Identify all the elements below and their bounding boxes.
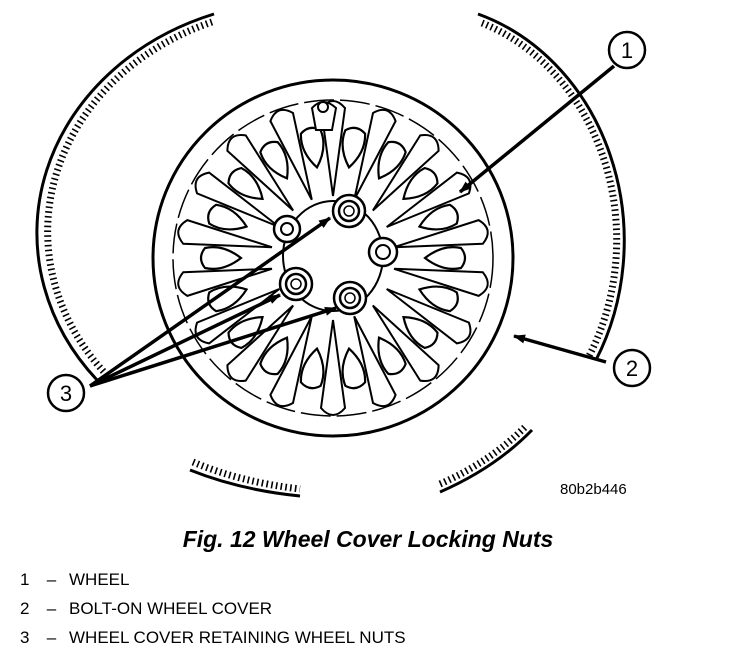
legend: 1–WHEEL 2–BOLT-ON WHEEL COVER 3–WHEEL CO… [20,565,406,652]
legend-dash: – [46,570,57,589]
tire-bottom-right-tread [438,424,528,488]
callout-1-number: 1 [621,38,633,63]
wheel-cover-spoke [269,108,313,201]
wheel-cover-window [423,246,467,270]
wheel-cover-spoke [372,304,440,383]
figure-code: 80b2b446 [560,481,627,498]
tire-right-tread [480,19,621,360]
wheel-cover-window [377,140,407,180]
wheel-cover-window [341,126,367,170]
wheel-nut-left-upper [272,214,302,244]
tire-right-arc [477,12,626,361]
wheel-cover [151,78,515,438]
locking-nut-top [331,193,367,229]
wheel-cover-spoke [353,315,397,408]
wheel-cover-spoke [393,219,489,249]
wheel-cover-spoke [269,315,313,408]
wheel-cover-window [227,166,264,201]
wheel-cover-window [299,346,325,390]
wheel-cover-spoke [372,133,440,212]
valve-stem [317,101,329,113]
wheel-cover-spoke [226,304,294,383]
legend-dash: – [46,599,57,618]
callout-3-number: 3 [60,381,72,406]
legend-label: BOLT-ON WHEEL COVER [69,599,273,618]
legend-label: WHEEL [69,570,130,589]
wheel-cover-spoke [226,133,294,212]
tire-left-arc [35,12,215,382]
callout-2-number: 2 [626,356,638,381]
wheel-cover-window [199,246,243,270]
legend-label: WHEEL COVER RETAINING WHEEL NUTS [69,628,406,647]
wheel-cover-window [259,336,289,376]
wheel-cover-windows [199,126,467,390]
callout-2: 2 [612,348,652,388]
callout-3: 3 [46,373,86,413]
tire-bottom-left-tread [191,458,301,493]
wheel-cover-spoke [393,267,489,297]
wheel-cover-window [402,166,439,201]
legend-number: 3 [20,628,30,647]
legend-number: 2 [20,599,30,618]
wheel-cover-window [299,126,325,170]
wheel-cover-spoke [194,171,280,228]
legend-number: 1 [20,570,30,589]
leader-arrow-1-wheel [458,64,616,194]
tire-bottom-left-arc [189,468,301,498]
wheel-cover-spokes [177,100,489,416]
wheel-cover-window [259,140,289,180]
callout-1: 1 [607,30,647,70]
wheel-cover-illustration: 1 2 3 [35,12,652,498]
leader-arrow-3-bottom-nut [89,306,337,388]
locking-nut-bottom [332,280,368,316]
wheel-cover-spoke [319,319,347,416]
legend-item-bolt-on-wheel-cover: 2–BOLT-ON WHEEL COVER [20,594,406,623]
figure-caption: Fig. 12 Wheel Cover Locking Nuts [182,526,554,552]
legend-dash: – [46,628,57,647]
tire-outline [35,12,626,498]
wheel-cover-spoke [353,108,397,201]
wheel-cover-spoke [177,219,273,249]
leader-lines [88,64,616,388]
leader-arrow-3-left-nut [89,293,281,388]
wheel-nuts [272,193,399,316]
locking-nut-left [278,266,314,302]
wheel-cover-window [417,203,459,231]
wheel-cover-window [207,203,249,231]
wheel-nut-right [367,236,399,268]
legend-item-wheel: 1–WHEEL [20,565,406,594]
wheel-cover-window [341,346,367,390]
wheel-cover-spoke [386,171,472,228]
wheel-cover-spoke [386,288,472,345]
wheel-cover-window [417,285,459,313]
wheel-cover-window [402,315,439,350]
legend-item-retaining-wheel-nuts: 3–WHEEL COVER RETAINING WHEEL NUTS [20,623,406,652]
wheel-cover-window [377,336,407,376]
leader-arrow-2-cover [513,334,607,364]
leader-arrow-3-top-nut [88,216,332,388]
tire-bottom-right-arc [439,428,534,494]
